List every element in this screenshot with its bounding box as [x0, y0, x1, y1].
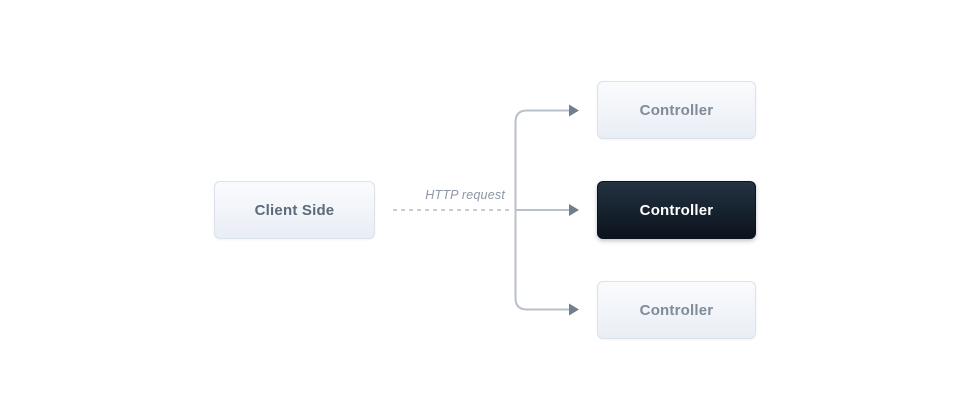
controller-node-middle-selected[interactable]: Controller [597, 181, 756, 239]
client-side-label: Client Side [254, 201, 335, 219]
client-side-node[interactable]: Client Side [214, 181, 375, 239]
arrowhead-middle [569, 204, 579, 216]
controller-bottom-label: Controller [639, 301, 714, 319]
arrowhead-top [569, 104, 579, 117]
controller-top-label: Controller [639, 101, 714, 119]
http-request-label: HTTP request [425, 188, 505, 202]
controller-node-top[interactable]: Controller [597, 81, 756, 139]
controller-node-bottom[interactable]: Controller [597, 281, 756, 339]
controller-middle-label: Controller [639, 201, 714, 219]
arrowhead-bottom [569, 303, 579, 316]
